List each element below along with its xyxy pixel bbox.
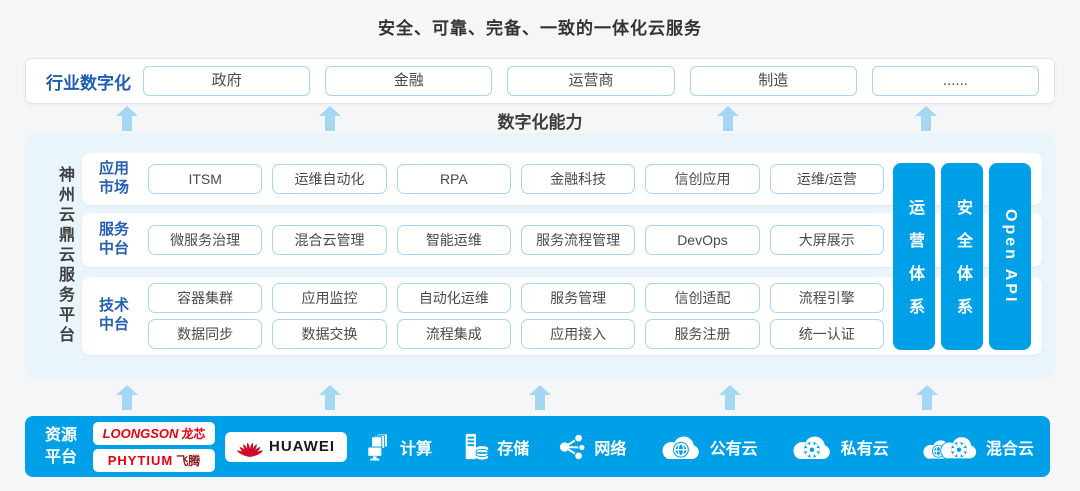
resource-arrow-row [25, 384, 1055, 411]
pbox-intelligent-ops: 智能运维 [396, 225, 511, 255]
resource-item-storage: 存储 [462, 433, 529, 461]
pbox-automated-ops: 自动化运维 [396, 283, 511, 313]
pbox-fintech: 金融科技 [520, 164, 636, 194]
industry-row-label: 行业数字化 [46, 73, 131, 93]
row-service-platform-label: 服务 中台 [98, 221, 129, 257]
loongson-logo: LOONGSON 龙芯 [93, 421, 216, 445]
up-arrow-icon [319, 106, 341, 131]
row-app-market-items: ITSM 运维自动化 RPA 金融科技 信创应用 运维/运营 [148, 164, 884, 194]
page-title: 安全、可靠、完备、一致的一体化云服务 [378, 19, 702, 38]
resource-items: 计算 存储 [365, 432, 1034, 462]
pbox-devops: DevOps [645, 225, 760, 255]
pbox-service-registry: 服务注册 [645, 319, 760, 349]
pbox-hybrid-cloud-mgmt: 混合云管理 [272, 225, 387, 255]
pbox-process-engine: 流程引擎 [769, 283, 884, 313]
up-arrow-icon [916, 385, 938, 410]
vendor-pills: LOONGSON 龙芯 PHYTIUM 飞腾 [93, 421, 216, 472]
pbox-process-integration: 流程集成 [396, 319, 511, 349]
platform-name-vertical: 神州云鼎云服务平台 [56, 165, 73, 346]
industry-box-more: ...... [871, 66, 1040, 96]
industry-items: 政府 金融 运营商 制造 ...... [143, 66, 1040, 96]
public-cloud-icon [662, 436, 699, 459]
compute-icon [367, 432, 388, 461]
pbox-app-access: 应用接入 [520, 319, 636, 349]
pbox-rpa: RPA [396, 164, 511, 194]
row-app-market-label: 应用 市场 [98, 160, 129, 196]
resource-item-compute: 计算 [365, 432, 432, 461]
pbox-ops-operation: 运维/运营 [769, 164, 884, 194]
up-arrow-icon [116, 106, 138, 131]
capability-arrow-row: 数字化能力 [25, 105, 1055, 132]
pbox-xinchuang-app: 信创应用 [645, 164, 760, 194]
pbox-service-mgmt: 服务管理 [520, 283, 636, 313]
pbox-ops-automation: 运维自动化 [272, 164, 387, 194]
industry-row: 行业数字化 政府 金融 运营商 制造 ...... [25, 58, 1055, 104]
row-service-platform: 服务 中台 微服务治理 混合云管理 智能运维 服务流程管理 DevOps 大屏展… [82, 213, 1042, 267]
pbox-unified-auth: 统一认证 [769, 319, 884, 349]
row-tech-platform: 技术 中台 容器集群 应用监控 自动化运维 服务管理 信创适配 流程引擎 数据同… [82, 277, 1042, 355]
network-icon [560, 433, 586, 460]
pbox-service-process-mgmt: 服务流程管理 [520, 225, 636, 255]
resource-platform-label: 资源 平台 [45, 426, 78, 466]
row-tech-platform-label: 技术 中台 [98, 297, 129, 333]
resource-platform-bar: 资源 平台 LOONGSON 龙芯 PHYTIUM 飞腾 [25, 416, 1050, 477]
pbox-microservice-governance: 微服务治理 [148, 225, 263, 255]
pbox-app-monitoring: 应用监控 [272, 283, 387, 313]
up-arrow-icon [319, 385, 341, 410]
resource-item-private-cloud: 私有云 [788, 432, 889, 462]
pbox-container-cluster: 容器集群 [148, 283, 263, 313]
up-arrow-icon [717, 106, 739, 131]
resource-item-network: 网络 [559, 433, 626, 461]
up-arrow-icon [529, 385, 551, 410]
huawei-flower-icon [237, 442, 264, 457]
resource-item-public-cloud: 公有云 [657, 432, 758, 462]
pbox-xinchuang-adapt: 信创适配 [645, 283, 760, 313]
industry-box-carrier: 运营商 [507, 66, 675, 96]
up-arrow-icon [116, 385, 138, 410]
resource-item-hybrid-cloud: 混合云 [919, 432, 1034, 462]
pbox-data-exchange: 数据交换 [272, 319, 387, 349]
pbox-itsm: ITSM [148, 164, 263, 194]
sidebar-operation-system: 运营体系 [893, 163, 935, 350]
sidebar-open-api: Open API [989, 163, 1031, 350]
row-service-platform-items: 微服务治理 混合云管理 智能运维 服务流程管理 DevOps 大屏展示 [148, 225, 884, 255]
pbox-big-screen: 大屏展示 [769, 225, 884, 255]
row-tech-platform-items: 容器集群 应用监控 自动化运维 服务管理 信创适配 流程引擎 数据同步 数据交换… [148, 283, 884, 349]
private-cloud-icon [793, 436, 830, 459]
phytium-logo: PHYTIUM 飞腾 [93, 448, 216, 472]
industry-box-government: 政府 [143, 66, 311, 96]
row-app-market: 应用 市场 ITSM 运维自动化 RPA 金融科技 信创应用 运维/运营 [82, 153, 1042, 205]
up-arrow-icon [915, 106, 937, 131]
huawei-logo: HUAWEI [225, 431, 348, 462]
industry-box-finance: 金融 [325, 66, 493, 96]
hybrid-cloud-icon [923, 435, 978, 459]
up-arrow-icon [719, 385, 741, 410]
sidebar-security-system: 安全体系 [941, 163, 983, 350]
pbox-data-sync: 数据同步 [148, 319, 263, 349]
storage-icon [465, 433, 489, 460]
platform-panel: 神州云鼎云服务平台 应用 市场 ITSM 运维自动化 RPA 金融科技 信创应用… [25, 133, 1055, 378]
industry-box-manufacturing: 制造 [689, 66, 857, 96]
capability-label: 数字化能力 [497, 113, 583, 132]
